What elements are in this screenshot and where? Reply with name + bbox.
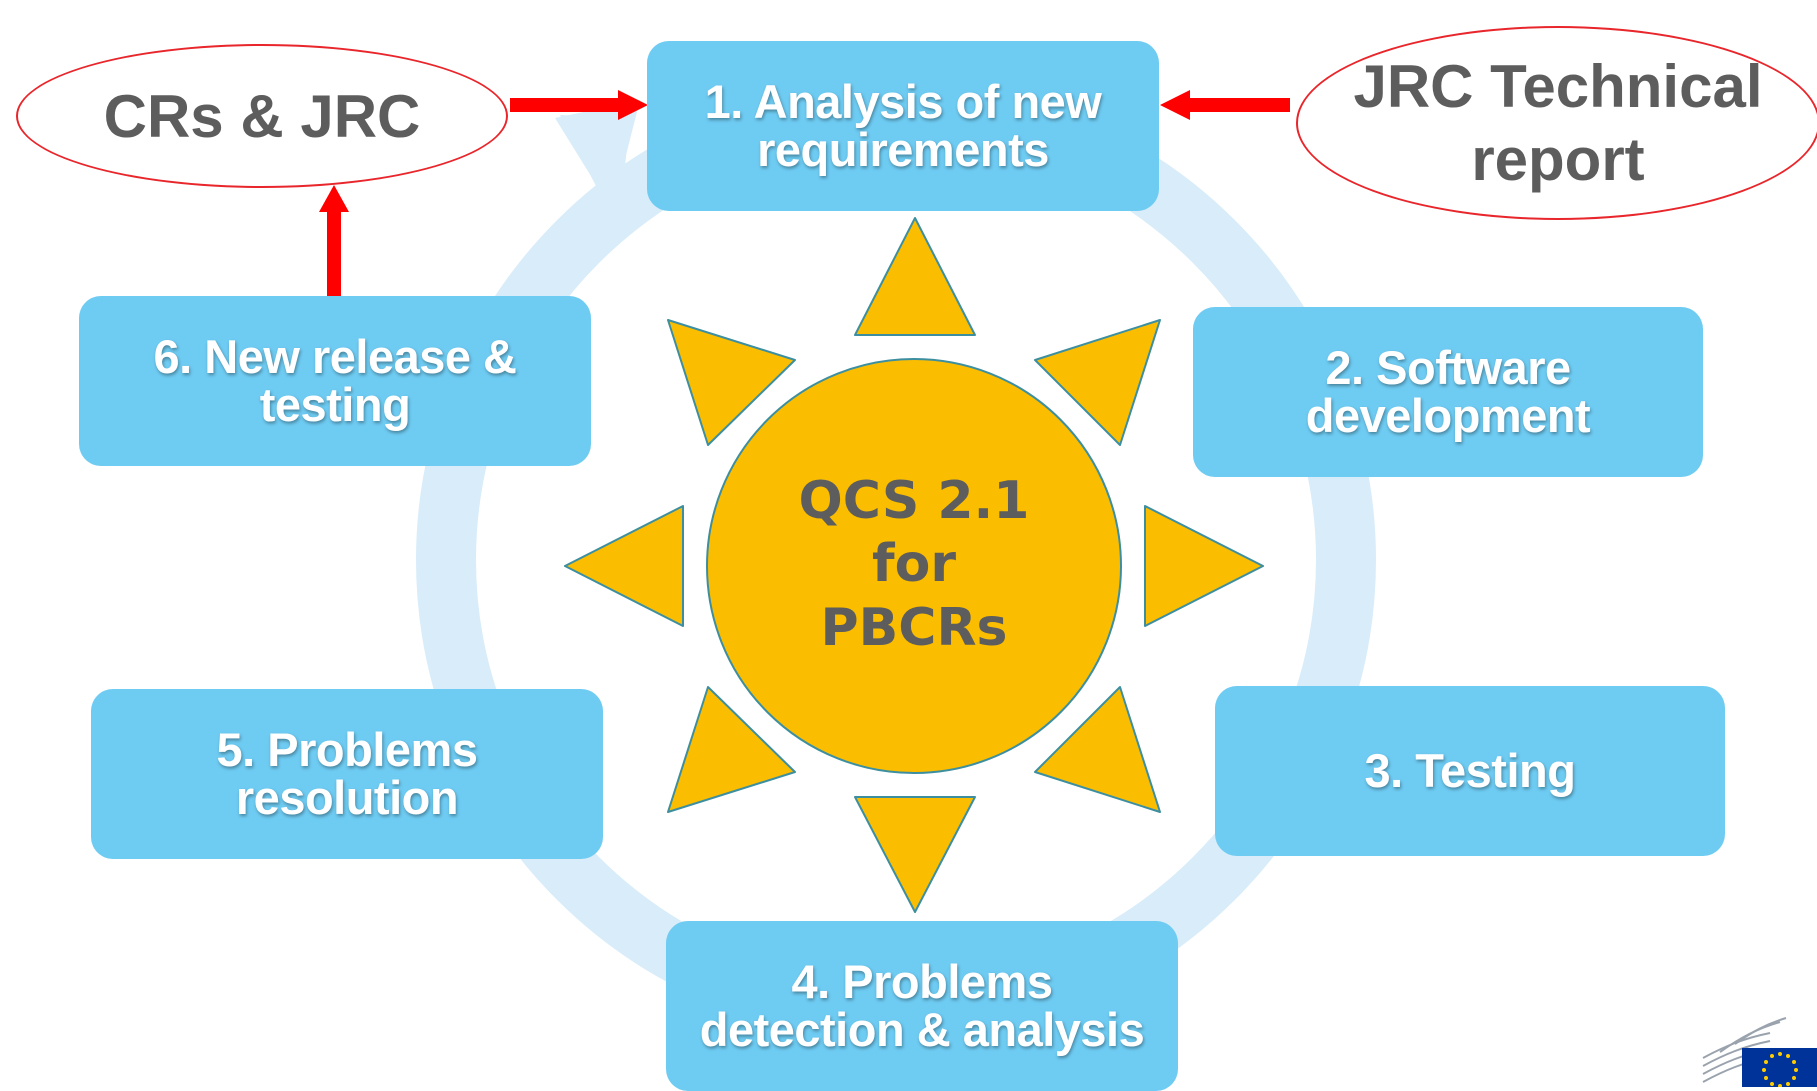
step-box-2: 2. Software development	[1193, 307, 1703, 477]
source-label-left: CRs & JRC	[103, 82, 421, 150]
sun-rays	[564, 217, 1264, 913]
source-label-right: JRC Technical report	[1353, 52, 1763, 193]
triangle-ray-icon	[667, 686, 796, 813]
triangle-ray-icon	[1034, 686, 1161, 813]
cycle-arrowhead-icon	[555, 100, 640, 210]
arrow-left-icon	[1160, 90, 1290, 120]
triangle-ray-icon	[1034, 319, 1161, 446]
arrow-up-icon	[319, 185, 349, 300]
source-ellipse-crs-jrc: CRs & JRC	[16, 44, 508, 188]
step-box-5: 5. Problems resolution	[91, 689, 603, 859]
step-box-3: 3. Testing	[1215, 686, 1725, 856]
step-label-6: 6. New release & testing	[153, 330, 518, 431]
triangle-ray-icon	[667, 319, 796, 446]
triangle-ray-icon	[564, 505, 684, 627]
arrow-right-icon	[510, 90, 648, 120]
triangle-ray-icon	[854, 217, 976, 336]
feed-arrows	[319, 90, 1290, 300]
triangle-ray-icon	[854, 796, 976, 913]
european-commission-logo-icon	[1702, 1017, 1817, 1087]
step-label-5: 5. Problems resolution	[216, 723, 478, 824]
step-label-4: 4. Problems detection & analysis	[699, 955, 1145, 1056]
step-box-1: 1. Analysis of new requirements	[647, 41, 1159, 211]
triangle-ray-icon	[1144, 505, 1264, 627]
sun-circle	[706, 358, 1122, 774]
source-ellipse-jrc-report: JRC Technical report	[1296, 26, 1817, 220]
step-label-3: 3. Testing	[1364, 744, 1576, 798]
step-label-1: 1. Analysis of new requirements	[704, 75, 1102, 176]
step-label-2: 2. Software development	[1305, 341, 1591, 442]
center-label: QCS 2.1 for PBCRs	[798, 470, 1030, 658]
step-box-4: 4. Problems detection & analysis	[666, 921, 1178, 1091]
step-box-6: 6. New release & testing	[79, 296, 591, 466]
